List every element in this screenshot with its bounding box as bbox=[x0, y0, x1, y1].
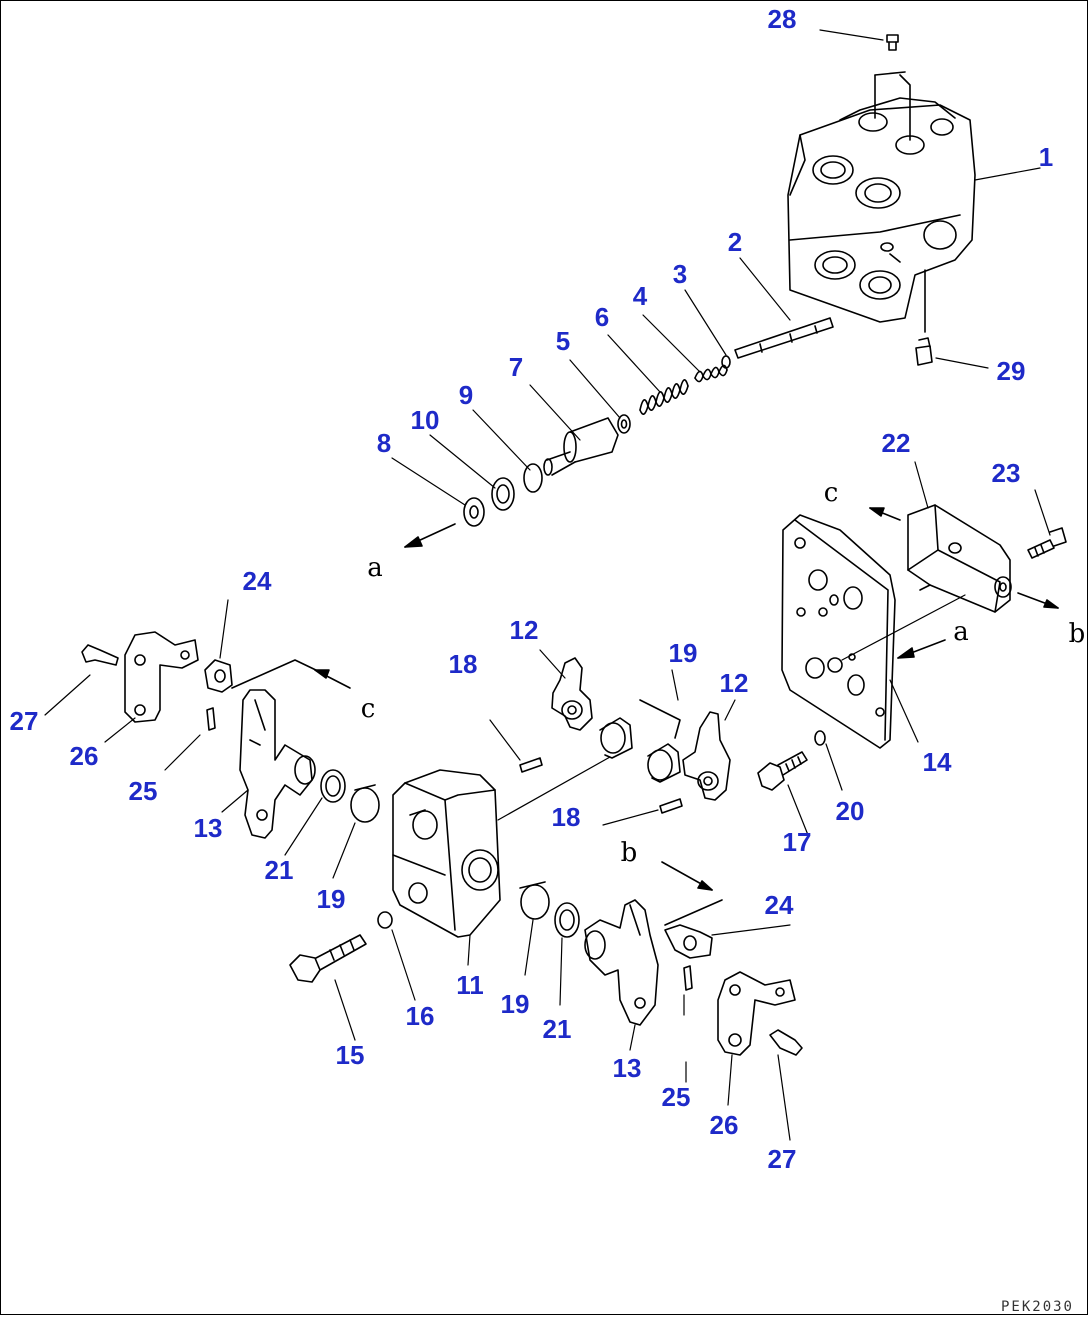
pin-part-18a bbox=[490, 720, 542, 772]
label-part-24-right: 24 bbox=[764, 890, 794, 920]
label-part-8: 8 bbox=[376, 428, 392, 458]
label-part-29: 29 bbox=[996, 356, 1026, 386]
ref-letter-b-right: b bbox=[1068, 619, 1086, 649]
ref-letter-c-right: c bbox=[823, 478, 839, 508]
label-part-19-top: 19 bbox=[668, 638, 698, 668]
plate-part-26b bbox=[718, 972, 795, 1055]
pin-part-27b bbox=[770, 1030, 802, 1140]
seal-part-21a bbox=[321, 770, 345, 802]
bolt-part-23 bbox=[1028, 528, 1066, 558]
label-part-22: 22 bbox=[881, 428, 911, 458]
pin-part-18b bbox=[603, 799, 682, 825]
label-part-15: 15 bbox=[335, 1040, 365, 1070]
arrow-b-lower bbox=[662, 862, 712, 890]
bolt-part-17 bbox=[758, 752, 808, 835]
label-part-6: 6 bbox=[594, 302, 610, 332]
ref-letter-c-left: c bbox=[360, 694, 376, 724]
label-part-17: 17 bbox=[782, 827, 812, 857]
label-part-9: 9 bbox=[458, 380, 474, 410]
label-part-3: 3 bbox=[672, 259, 688, 289]
ref-letter-a-left: a bbox=[367, 553, 383, 583]
lever-part-13b bbox=[585, 900, 658, 1025]
spool-stack-parts bbox=[464, 318, 833, 526]
seal-part-21b bbox=[555, 903, 579, 937]
arrow-c-left bbox=[315, 670, 350, 688]
arrow-a-left bbox=[405, 524, 455, 547]
arrow-c-right bbox=[870, 508, 900, 520]
label-part-25-right: 25 bbox=[661, 1082, 691, 1112]
label-part-26-left: 26 bbox=[69, 741, 99, 771]
label-part-28: 28 bbox=[767, 4, 797, 34]
label-part-27-left: 27 bbox=[9, 706, 39, 736]
label-part-10: 10 bbox=[410, 405, 440, 435]
bolt-part-15 bbox=[290, 935, 366, 1040]
label-part-23: 23 bbox=[991, 458, 1021, 488]
label-part-19-left: 19 bbox=[316, 884, 346, 914]
key-part-25b bbox=[684, 966, 692, 990]
bushing-part-19b bbox=[520, 882, 549, 919]
label-part-12-upper: 12 bbox=[509, 615, 539, 645]
ref-letter-b-lower: b bbox=[620, 838, 638, 868]
label-part-18-lower: 18 bbox=[551, 802, 581, 832]
lever-part-12a bbox=[552, 658, 592, 730]
lever-part-13a bbox=[240, 690, 315, 838]
cover-plate-part-14 bbox=[782, 515, 965, 748]
arrow-a-right bbox=[898, 640, 945, 658]
clamp-part-24b bbox=[665, 900, 722, 958]
pin-part-27a bbox=[45, 645, 118, 715]
screw-part-28 bbox=[820, 30, 898, 50]
label-part-18-upper: 18 bbox=[448, 649, 478, 679]
bushing-part-19-pair bbox=[600, 700, 680, 782]
plate-part-26a bbox=[125, 632, 198, 722]
label-part-12-lower: 12 bbox=[719, 668, 749, 698]
label-part-21-right: 21 bbox=[542, 1014, 572, 1044]
label-part-11: 11 bbox=[456, 970, 484, 1000]
valve-body-part bbox=[788, 72, 975, 332]
label-part-13-left: 13 bbox=[193, 813, 223, 843]
ref-letter-a-right: a bbox=[953, 617, 969, 647]
label-part-1: 1 bbox=[1038, 142, 1054, 172]
label-part-16: 16 bbox=[405, 1001, 435, 1031]
lever-part-12b bbox=[683, 712, 730, 800]
clamp-part-24a bbox=[205, 660, 320, 692]
label-part-7: 7 bbox=[508, 352, 524, 382]
arrow-b-right bbox=[1018, 593, 1058, 608]
solenoid-valve-part-22 bbox=[908, 505, 1011, 612]
label-part-24-left: 24 bbox=[242, 566, 272, 596]
diagram-code: PEK2030 bbox=[1000, 1299, 1074, 1315]
plug-part-29 bbox=[916, 338, 988, 368]
label-part-19-bottom: 19 bbox=[500, 989, 530, 1019]
washer-part-20 bbox=[815, 731, 842, 790]
label-part-14: 14 bbox=[922, 747, 952, 777]
bushing-part-19a bbox=[351, 785, 379, 822]
label-part-27-right: 27 bbox=[767, 1144, 797, 1174]
label-part-21-left: 21 bbox=[264, 855, 294, 885]
label-part-13-right: 13 bbox=[612, 1053, 642, 1083]
label-part-26-right: 26 bbox=[709, 1110, 739, 1140]
key-part-25a bbox=[165, 708, 215, 770]
label-part-20: 20 bbox=[835, 796, 865, 826]
case-part-11 bbox=[393, 757, 610, 937]
label-part-25-left: 25 bbox=[128, 776, 158, 806]
washer-part-16 bbox=[378, 912, 415, 1000]
leader-lines bbox=[105, 168, 1050, 1105]
label-part-5: 5 bbox=[555, 326, 571, 356]
label-part-4: 4 bbox=[632, 281, 648, 311]
label-part-2: 2 bbox=[727, 227, 743, 257]
